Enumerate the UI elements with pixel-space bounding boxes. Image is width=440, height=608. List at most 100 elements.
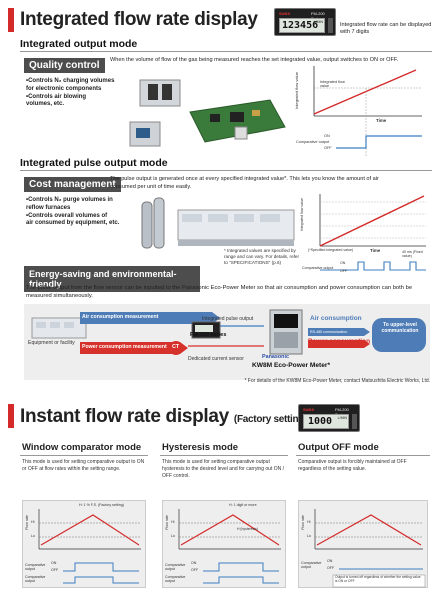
- divider: [296, 455, 430, 456]
- hysteresis-mode-svg: [178, 509, 281, 584]
- off-hi: Hi: [307, 520, 311, 524]
- output-mode-title: Integrated output mode: [20, 38, 138, 50]
- energy-diagram: [24, 304, 430, 380]
- integrated-output-label: Integrated pulse output: [202, 316, 254, 322]
- graph2-pulse-label: 40 ms (Fixed value): [402, 250, 423, 258]
- graph-on: ON: [324, 134, 330, 138]
- mode-hysteresis-text: This mode is used for setting comparativ…: [162, 459, 285, 479]
- hysteresis-mode-graph: H: 1 digit or more H (hysteresis) Flow r…: [162, 500, 286, 588]
- quality-control-tag: Quality control: [24, 58, 105, 73]
- divider: [160, 455, 288, 456]
- upper-label: To upper-level communication: [381, 322, 419, 334]
- hysteresis-out2: Comparative output: [165, 575, 186, 583]
- output-mode-text: When the volume of flow of the gas being…: [110, 57, 399, 63]
- sensor-application-photo: [120, 72, 290, 160]
- graph2-ylabel: Integrated flow value: [300, 198, 304, 232]
- device-lcd: 123456 L/MIN: [279, 18, 325, 33]
- reflow-furnace-photo: [138, 188, 296, 250]
- window-hys: H: 1 % F.S. (Factory setting): [79, 503, 124, 507]
- window-off: OFF: [51, 568, 59, 572]
- equipment-label: Equipment or facility: [28, 340, 75, 346]
- panasonic-label: Panasonic: [262, 354, 289, 360]
- graph-out-label: Comparative output: [296, 140, 330, 144]
- output-mode-bullets: •Controls N₂ charging volumes for electr…: [26, 78, 115, 108]
- pulse-mode-bullets: •Controls N₂ purge volumes in reflow fur…: [26, 197, 120, 227]
- integrated-output-svg: [313, 66, 422, 156]
- hysteresis-on: ON: [191, 561, 197, 565]
- off-ylabel: Flow rate: [301, 515, 305, 530]
- sensor-photo-illustration: [129, 79, 286, 147]
- pulse-output-svg: [319, 194, 426, 271]
- graph2-set-label: (*Specified integrated value): [308, 248, 354, 252]
- device-buttons: [328, 18, 333, 33]
- energy-banner: Energy-saving and environmental-friendly: [24, 266, 200, 292]
- hysteresis-hys2: H (hysteresis): [237, 527, 258, 531]
- power-consumption-label: Power consumption: [308, 338, 371, 345]
- off-on: ON: [327, 559, 333, 563]
- meter-label: KW8M Eco-Power Meter*: [252, 362, 331, 369]
- window-ylabel: Flow rate: [25, 515, 29, 530]
- fm200-label: FM-200 series: [190, 332, 227, 338]
- energy-text: The pulse output from the flow sensor ca…: [26, 285, 413, 299]
- window-hi: Hi: [31, 520, 35, 524]
- section2-subtitle: (Factory setting): [233, 414, 308, 425]
- graph-ylabel: Integrated flow value: [294, 72, 299, 109]
- air-consumption-label: Air consumption: [310, 315, 362, 322]
- energy-diagram-svg: [31, 309, 426, 355]
- graph-off: OFF: [324, 146, 332, 150]
- mode-off-text: Comparative output is forcibly maintaine…: [298, 459, 407, 472]
- section-accent-bar: [8, 8, 14, 32]
- graph2-off: OFF: [340, 269, 348, 273]
- hysteresis-lo: Lo: [171, 534, 175, 538]
- device-brand: SUNX: [279, 11, 291, 16]
- ct-label: CT: [172, 344, 180, 350]
- off-note: Output is turned off regardless of wheth…: [335, 575, 421, 583]
- cost-management-tag: Cost management: [24, 177, 121, 192]
- mode-window-text: This mode is used for setting comparativ…: [22, 459, 145, 472]
- pulse-output-graph: Integrated flow value (*Specified integr…: [300, 192, 430, 278]
- off-out1: Comparative output: [301, 561, 322, 569]
- off-lo: Lo: [307, 534, 311, 538]
- window-lo: Lo: [31, 534, 35, 538]
- integrated-caption: Integrated flow rate can be displayed wi…: [340, 22, 432, 36]
- pulse-mode-text: The pulse output is generated once at ev…: [110, 176, 379, 190]
- graph-xlabel: Time: [376, 118, 387, 123]
- graph2-xlabel: Time: [370, 248, 381, 253]
- divider: [20, 51, 432, 52]
- graph2-out-label: Comparative output: [302, 266, 334, 270]
- divider: [20, 455, 148, 456]
- device2-brand: SUNX: [303, 407, 315, 412]
- device-digits: 123456: [282, 20, 319, 31]
- window-on: ON: [51, 561, 57, 565]
- energy-footnote: * For details of the KW8M Eco-Power Mete…: [244, 378, 430, 384]
- furnace-illustration: [141, 197, 295, 249]
- window-out1: Comparative output: [25, 563, 46, 571]
- graph-set-label: Integrated flow value: [320, 80, 345, 88]
- hysteresis-out1: Comparative output: [165, 563, 186, 571]
- integrated-output-graph: Integrated flow value Integrated flow va…: [294, 62, 428, 160]
- section2-accent-bar: [8, 404, 14, 428]
- window-out2: Comparative output: [25, 575, 46, 583]
- hysteresis-off: OFF: [191, 568, 199, 572]
- comm-label: RS-485 communication: [310, 330, 348, 334]
- section2-title-text: Instant flow rate display: [20, 406, 229, 427]
- device2-unit: L/MIN: [337, 416, 347, 420]
- section2-title: Instant flow rate display (Factory setti…: [20, 406, 307, 428]
- mode-hysteresis-title: Hysteresis mode: [162, 442, 239, 453]
- section-title: Integrated flow rate display: [20, 9, 258, 30]
- dedicated-label: Dedicated current sensor: [188, 356, 244, 362]
- device2-buttons: [352, 414, 357, 429]
- off-mode-graph: Flow rate Hi Lo Comparative output ON OF…: [298, 500, 428, 588]
- divider: [20, 170, 432, 171]
- hysteresis-hys: H: 1 digit or more: [229, 503, 257, 507]
- device2-digits: 1000: [308, 416, 333, 427]
- power-measure-label: Power consumption measurement: [82, 344, 167, 350]
- window-mode-graph: H: 1 % F.S. (Factory setting) Flow rate …: [22, 500, 146, 588]
- device2-lcd: 1000 L/MIN: [303, 414, 349, 429]
- device-unit: L/MIN: [313, 20, 323, 24]
- flow-sensor-display: SUNX FM-200 Series 123456 L/MIN: [274, 8, 336, 36]
- off-off: OFF: [327, 566, 335, 570]
- pulse-mode-title: Integrated pulse output mode: [20, 157, 168, 169]
- mode-off-title: Output OFF mode: [298, 442, 379, 453]
- hysteresis-hi: Hi: [171, 520, 175, 524]
